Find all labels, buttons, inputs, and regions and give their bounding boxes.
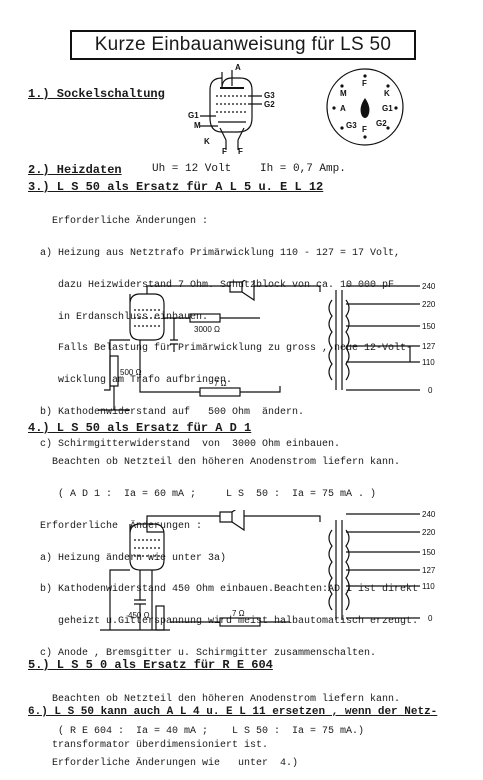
socket-pin-diagram: F M K A G1 G3 F G2 bbox=[326, 68, 404, 146]
tube-label-g3: G3 bbox=[264, 91, 275, 100]
section-3-heading: 3.) L S 50 als Ersatz für A L 5 u. E L 1… bbox=[28, 180, 324, 194]
tap-127: 127 bbox=[422, 342, 436, 351]
section-5-line: Beachten ob Netzteil den höheren Anodens… bbox=[28, 694, 401, 706]
section-3-line: Erforderliche Änderungen : bbox=[28, 216, 209, 228]
section-3-line: a) Heizung aus Netztrafo Primärwicklung … bbox=[28, 247, 401, 259]
socket-label-a: A bbox=[340, 104, 346, 113]
section-3-line: b) Kathodenwiderstand auf 500 Ohm ändern… bbox=[28, 406, 305, 418]
section-5-heading: 5.) L S 5 0 als Ersatz für R E 604 bbox=[28, 658, 273, 672]
tap-127-b: 127 bbox=[422, 566, 436, 575]
circuit-diagram-3: 3000 Ω 7 Ω 500 Ω 240 220 150 127 110 0 bbox=[98, 280, 436, 411]
tube-label-a: A bbox=[235, 63, 241, 72]
tube-label-m: M bbox=[194, 121, 201, 130]
section-4-line: c) Anode , Bremsgitter u. Schirmgitter z… bbox=[28, 647, 377, 659]
socket-label-f-bottom: F bbox=[362, 125, 367, 134]
section-3-text: Erforderliche Änderungen : a) Heizung au… bbox=[28, 196, 412, 461]
tap-110: 110 bbox=[422, 358, 435, 367]
tap-110-b: 110 bbox=[422, 582, 435, 591]
section-3-line: c) Schirmgitterwiderstand von 3000 Ohm e… bbox=[28, 438, 341, 450]
tap-0-b: 0 bbox=[428, 614, 433, 623]
section-4-line: a) Heizung ändern wie unter 3a) bbox=[28, 552, 227, 564]
tube-label-k: K bbox=[204, 137, 210, 146]
socket-label-g1: G1 bbox=[382, 104, 393, 113]
tube-label-f1: F bbox=[222, 147, 227, 155]
resistor-label-500: 500 Ω bbox=[120, 368, 142, 377]
heater-voltage: Uh = 12 Volt bbox=[152, 163, 232, 175]
tube-label-g2: G2 bbox=[264, 100, 275, 109]
resistor-label-7: 7 Ω bbox=[214, 379, 227, 388]
tap-240-b: 240 bbox=[422, 510, 436, 519]
heater-current: Ih = 0,7 Amp. bbox=[260, 163, 346, 175]
section-5-line: ( R E 604 : Ia = 40 mA ; L S 50 : Ia = 7… bbox=[28, 725, 365, 737]
tube-label-g1: G1 bbox=[188, 111, 199, 120]
socket-label-g2: G2 bbox=[376, 119, 387, 128]
tube-pin-diagram: A G3 G2 G1 M K F F bbox=[188, 63, 275, 155]
section-3-line: dazu Heizwiderstand 7 Ohm. Schutzblock v… bbox=[28, 279, 395, 291]
tube-label-f2: F bbox=[238, 147, 243, 155]
section-1-heading: 1.) Sockelschaltung bbox=[28, 87, 165, 101]
tap-150-b: 150 bbox=[422, 548, 436, 557]
section-4-text: Beachten ob Netzteil den höheren Anodens… bbox=[28, 437, 418, 670]
resistor-label-450: 450 Ω bbox=[128, 611, 150, 620]
socket-label-m: M bbox=[340, 89, 347, 98]
section-4-line: ( A D 1 : Ia = 60 mA ; L S 50 : Ia = 75 … bbox=[28, 488, 377, 500]
tap-240: 240 bbox=[422, 282, 436, 291]
section-6-heading: 6.) L S 50 kann auch A L 4 u. E L 11 ers… bbox=[28, 706, 438, 718]
tap-220: 220 bbox=[422, 300, 436, 309]
section-3-line: in Erdanschluss einbauen. bbox=[28, 311, 209, 323]
tap-150: 150 bbox=[422, 322, 436, 331]
circuit-diagram-4: 450 Ω 7 Ω 240 220 150 127 110 0 bbox=[100, 510, 436, 631]
section-4-line: Beachten ob Netzteil den höheren Anodens… bbox=[28, 457, 401, 469]
tap-220-b: 220 bbox=[422, 528, 436, 537]
section-4-heading: 4.) L S 50 als Ersatz für A D 1 bbox=[28, 421, 252, 435]
section-6-line: transformator überdimensioniert ist. bbox=[28, 740, 269, 752]
resistor-label-3000: 3000 Ω bbox=[194, 325, 220, 334]
socket-label-f-top: F bbox=[362, 79, 367, 88]
section-4-line: b) Kathodenwiderstand 450 Ohm einbauen.B… bbox=[28, 584, 419, 596]
tap-0: 0 bbox=[428, 386, 433, 395]
section-6-text: transformator überdimensioniert ist. bbox=[28, 720, 268, 762]
socket-label-g3: G3 bbox=[346, 121, 357, 130]
page-title: Kurze Einbauanweisung für LS 50 bbox=[70, 30, 416, 60]
section-4-line: Erforderliche Änderungen : bbox=[28, 520, 203, 532]
socket-label-k: K bbox=[384, 89, 390, 98]
resistor-label-7b: 7 Ω bbox=[232, 609, 245, 618]
section-2-heading: 2.) Heizdaten bbox=[28, 163, 122, 177]
